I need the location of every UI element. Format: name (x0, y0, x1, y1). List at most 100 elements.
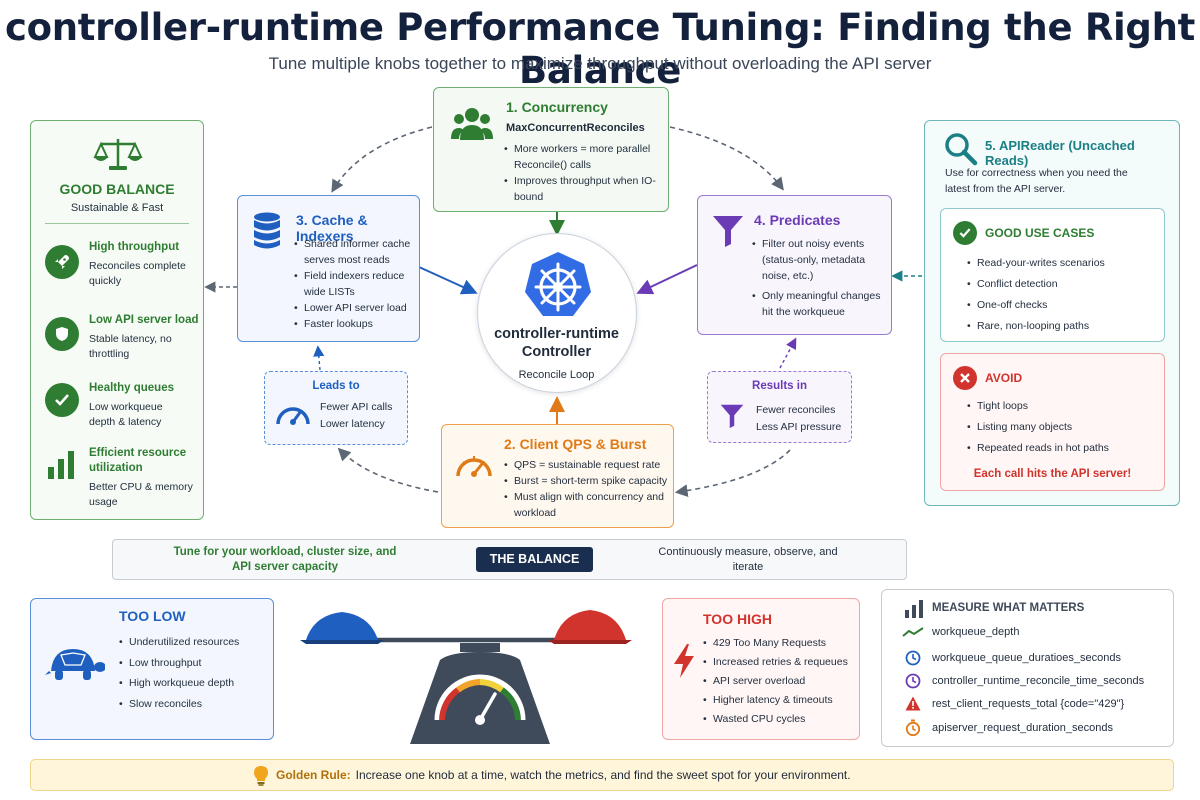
leads-to-panel: Leads to Fewer API calls Lower latency (264, 371, 408, 445)
stopwatch-icon (905, 719, 921, 736)
trend-line-icon (902, 627, 924, 637)
results-in-panel: Results in Fewer reconciles Less API pre… (707, 371, 852, 443)
good-balance-subtitle: Sustainable & Fast (70, 202, 164, 214)
database-icon (254, 212, 280, 249)
gauge-icon (276, 407, 310, 425)
scales-icon (93, 139, 143, 170)
bullet: Improves throughput when IO-bound (502, 173, 662, 205)
loop-arc-bottom-right (674, 449, 791, 497)
bar-chart-icon (48, 451, 74, 479)
results-in-line: Fewer reconciles (756, 404, 836, 416)
error-icon (953, 366, 977, 390)
golden-rule-label: Golden Rule: (276, 768, 351, 782)
turtle-icon (45, 649, 105, 680)
bullet: Lower API server load (292, 300, 416, 316)
bullet: Increased retries & requeues (701, 653, 859, 672)
good-balance-title: GOOD BALANCE (59, 181, 175, 197)
good-balance-item-title: Efficient resource utilization (89, 447, 187, 474)
too-low-bullets: Underutilized resources Low throughput H… (117, 632, 267, 714)
page-subtitle: Tune multiple knobs together to maximize… (268, 54, 932, 73)
good-balance-panel: GOOD BALANCE Sustainable & Fast High thr… (30, 120, 204, 520)
bullet: One-off checks (965, 295, 1165, 316)
good-balance-item-title: Low API server load (89, 314, 199, 326)
lightning-icon (674, 644, 694, 678)
metric-name: workqueue_depth (932, 626, 1020, 638)
filter-icon (720, 404, 744, 428)
leads-to-line: Fewer API calls (320, 401, 393, 413)
good-balance-item-title: High throughput (89, 241, 180, 253)
cache-bullets: Shared informer cache serves most reads … (292, 236, 416, 332)
bar-chart-icon (905, 600, 923, 618)
avoid-list: Tight loops Listing many objects Repeate… (965, 396, 1165, 459)
bullet: Burst = short-term spike capacity (502, 473, 672, 489)
qps-title: 2. Client QPS & Burst (504, 436, 647, 452)
metric-row: rest_client_requests_total {code="429"} (902, 696, 1124, 711)
good-balance-item-desc: Low workqueue depth & latency (89, 401, 163, 428)
results-in-line: Less API pressure (756, 421, 842, 433)
golden-rule-body: Increase one knob at a time, watch the m… (355, 768, 851, 782)
shield-icon (45, 317, 79, 351)
apireader-title: 5. APIReader (Uncached Reads) (985, 138, 1135, 168)
lightbulb-icon (254, 766, 268, 786)
balance-left-text: Tune for your workload, cluster size, an… (173, 546, 397, 573)
bullet: Must align with concurrency and workload (502, 489, 672, 521)
too-low-panel: TOO LOW Underutilized resources Low thro… (30, 598, 274, 740)
bullet: Listing many objects (965, 417, 1165, 438)
bullet: 429 Too Many Requests (701, 634, 859, 653)
good-balance-item-desc: Reconciles complete quickly (89, 260, 186, 287)
bullet: Faster lookups (292, 316, 416, 332)
check-icon (45, 383, 79, 417)
good-balance-divider (45, 223, 189, 224)
avoid-title: AVOID (985, 371, 1023, 385)
concurrency-panel: 1. Concurrency MaxConcurrentReconciles M… (433, 87, 669, 212)
loop-arc-bottom-left (337, 447, 439, 493)
leads-to-line: Lower latency (320, 418, 385, 430)
leads-to-title: Leads to (312, 380, 360, 392)
kubernetes-helm-icon (525, 252, 591, 316)
golden-rule-banner: Golden Rule: Increase one knob at a time,… (30, 759, 1174, 791)
predicates-title: 4. Predicates (754, 212, 841, 228)
apireader-desc: Use for correctness when you need the la… (945, 167, 1128, 195)
check-icon (953, 221, 977, 245)
loop-arc-top-left (331, 126, 433, 193)
bullet: Tight loops (965, 396, 1165, 417)
controller-circle: controller-runtime Controller Reconcile … (477, 233, 637, 393)
too-high-title: TOO HIGH (703, 611, 772, 627)
metric-row: apiserver_request_duration_seconds (902, 719, 1113, 736)
good-balance-item-desc: Stable latency, no throttling (89, 333, 172, 360)
results-in-title: Results in (752, 380, 807, 392)
clock-icon (905, 650, 921, 666)
bullet: Underutilized resources (117, 632, 267, 653)
qps-panel: 2. Client QPS & Burst QPS = sustainable … (441, 424, 674, 528)
controller-line2: Controller (521, 344, 592, 360)
cache-panel: 3. Cache & Indexers Shared informer cach… (237, 195, 420, 342)
concurrency-title: 1. Concurrency (506, 99, 608, 115)
search-icon (945, 133, 978, 166)
good-balance-item-title: Healthy queues (89, 382, 174, 394)
balance-bar: Tune for your workload, cluster size, an… (112, 539, 907, 580)
good-use-cases-list: Read-your-writes scenarios Conflict dete… (965, 253, 1165, 337)
bullet: Only meaningful changes hit the workqueu… (750, 288, 888, 320)
bullet: Conflict detection (965, 274, 1165, 295)
users-icon (451, 108, 493, 140)
metric-name: workqueue_queue_duratioes_seconds (932, 652, 1121, 664)
loop-arc-top-right (669, 126, 784, 191)
bullet: Filter out noisy events (status-only, me… (750, 236, 888, 284)
good-use-cases-box: GOOD USE CASES Read-your-writes scenario… (940, 208, 1165, 342)
bullet: QPS = sustainable request rate (502, 457, 672, 473)
arrow-predicates-to-results (779, 337, 797, 369)
predicates-bullets: Filter out noisy events (status-only, me… (750, 236, 888, 320)
metric-row: workqueue_queue_duratioes_seconds (902, 650, 1121, 666)
bullet: Higher latency & timeouts (701, 691, 859, 710)
golden-rule-text: Golden Rule: Increase one knob at a time,… (276, 768, 851, 782)
bullet: Wasted CPU cycles (701, 710, 859, 729)
controller-line1: controller-runtime (494, 326, 619, 342)
metrics-title: MEASURE WHAT MATTERS (932, 602, 1085, 614)
metric-name: controller_runtime_reconcile_time_second… (932, 675, 1145, 687)
arrow-predicates-to-controller (636, 264, 698, 295)
controller-sub: Reconcile Loop (518, 369, 595, 381)
page-title: controller-runtime Performance Tuning: F… (4, 6, 1196, 92)
good-use-cases-title: GOOD USE CASES (985, 226, 1095, 240)
filter-icon (713, 216, 743, 247)
bullet: Read-your-writes scenarios (965, 253, 1165, 274)
